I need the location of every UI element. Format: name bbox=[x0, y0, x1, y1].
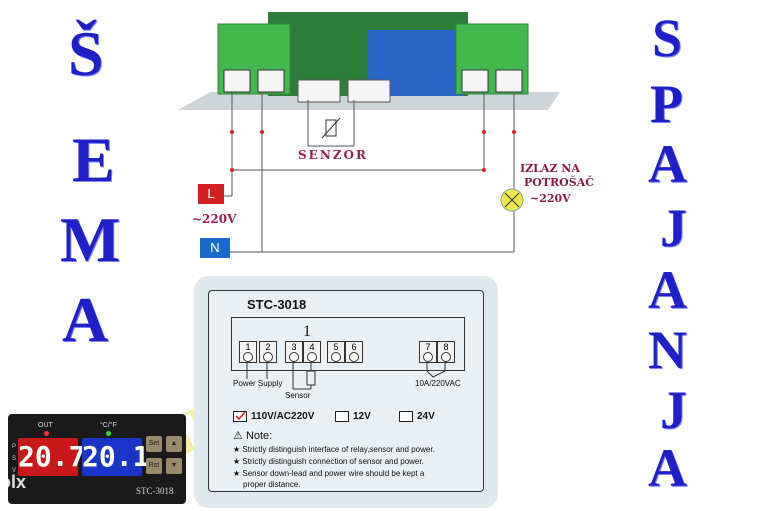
terminal-2: 2 bbox=[259, 341, 277, 363]
note-line: ★ Sensor down-lead and power wire should… bbox=[233, 469, 425, 478]
checkbox-checked-icon bbox=[233, 411, 247, 422]
warning-icon: ⚠ bbox=[233, 430, 243, 442]
terminal-8: 8 bbox=[437, 341, 455, 363]
right-letter: J bbox=[660, 380, 687, 440]
side-label: S bbox=[12, 456, 17, 462]
olx-logo: olx bbox=[0, 472, 27, 492]
out-led bbox=[44, 431, 49, 436]
arrow-down-icon: ▼ bbox=[170, 462, 178, 469]
set-button[interactable]: Set bbox=[146, 436, 162, 452]
left-letter: E bbox=[72, 124, 115, 195]
output-voltage: ~220V bbox=[530, 192, 571, 205]
note-line: ★ Strictly distinguish interface of rela… bbox=[233, 445, 435, 454]
left-letter: Š bbox=[68, 18, 104, 89]
sensor-label: SENZOR bbox=[298, 148, 368, 162]
down-button[interactable]: ▼ bbox=[166, 458, 182, 474]
side-label: V bbox=[12, 468, 17, 474]
checkbox-icon bbox=[399, 411, 413, 422]
right-letter: A bbox=[648, 134, 687, 194]
rst-button[interactable]: Rst bbox=[146, 458, 162, 474]
aux-connector bbox=[347, 79, 391, 103]
right-display: 20.1 bbox=[82, 438, 149, 476]
option-12v: 12V bbox=[335, 411, 371, 422]
line-badge: L bbox=[198, 184, 224, 204]
left-letter: A bbox=[62, 284, 109, 355]
up-button[interactable]: ▲ bbox=[166, 436, 182, 452]
terminal-4: 4 bbox=[303, 341, 321, 363]
right-letter: A bbox=[648, 438, 687, 498]
right-letter: A bbox=[648, 260, 687, 320]
group-number: 1 bbox=[303, 323, 311, 340]
side-label: P bbox=[12, 444, 17, 450]
device-model: STC-3018 bbox=[136, 486, 174, 496]
option-110v: 110V/AC220V bbox=[233, 411, 314, 422]
note-line: proper distance. bbox=[243, 480, 301, 489]
unit-led bbox=[106, 431, 111, 436]
right-letter: N bbox=[648, 320, 687, 380]
terminal-6: 6 bbox=[345, 341, 363, 363]
left-display: 20.7 bbox=[18, 438, 85, 476]
controller-device: OUT °C/°F P S V 20.7 20.1 Set Rst ▲ ▼ ST… bbox=[8, 414, 186, 504]
option-24v: 24V bbox=[399, 411, 435, 422]
terminal-frame bbox=[231, 317, 465, 371]
left-letter: M bbox=[60, 204, 121, 275]
power-supply-label: Power Supply bbox=[233, 379, 283, 388]
right-letter: S bbox=[652, 8, 683, 68]
unit-label: °C/°F bbox=[100, 422, 117, 429]
output-label-line2: POTROŠAČ bbox=[524, 176, 594, 189]
terminal-3: 3 bbox=[285, 341, 303, 363]
sensor-connector bbox=[297, 79, 341, 103]
voltage-label: ~220V bbox=[192, 212, 237, 226]
terminal-5: 5 bbox=[327, 341, 345, 363]
checkbox-icon bbox=[335, 411, 349, 422]
panel-model: STC-3018 bbox=[247, 297, 307, 312]
stc-panel: STC-3018 1 1 2 3 4 5 6 7 8 Power Supply … bbox=[194, 276, 498, 508]
note-line: ★ Strictly distinguish connection of sen… bbox=[233, 457, 424, 466]
out-label: OUT bbox=[38, 422, 53, 429]
panel-wires bbox=[246, 363, 446, 390]
arrow-up-icon: ▲ bbox=[170, 440, 178, 447]
relay-rating-label: 10A/220VAC bbox=[415, 379, 461, 388]
output-label-line1: IZLAZ NA bbox=[520, 162, 580, 175]
note-title: ⚠ Note: bbox=[233, 430, 273, 442]
panel-frame: STC-3018 1 1 2 3 4 5 6 7 8 Power Supply … bbox=[208, 290, 484, 492]
terminal-7: 7 bbox=[419, 341, 437, 363]
right-letter: P bbox=[650, 74, 683, 134]
terminal-1: 1 bbox=[239, 341, 257, 363]
sensor-terminal-label: Sensor bbox=[285, 391, 311, 400]
neutral-badge: N bbox=[200, 238, 230, 258]
right-letter: J bbox=[660, 198, 687, 258]
